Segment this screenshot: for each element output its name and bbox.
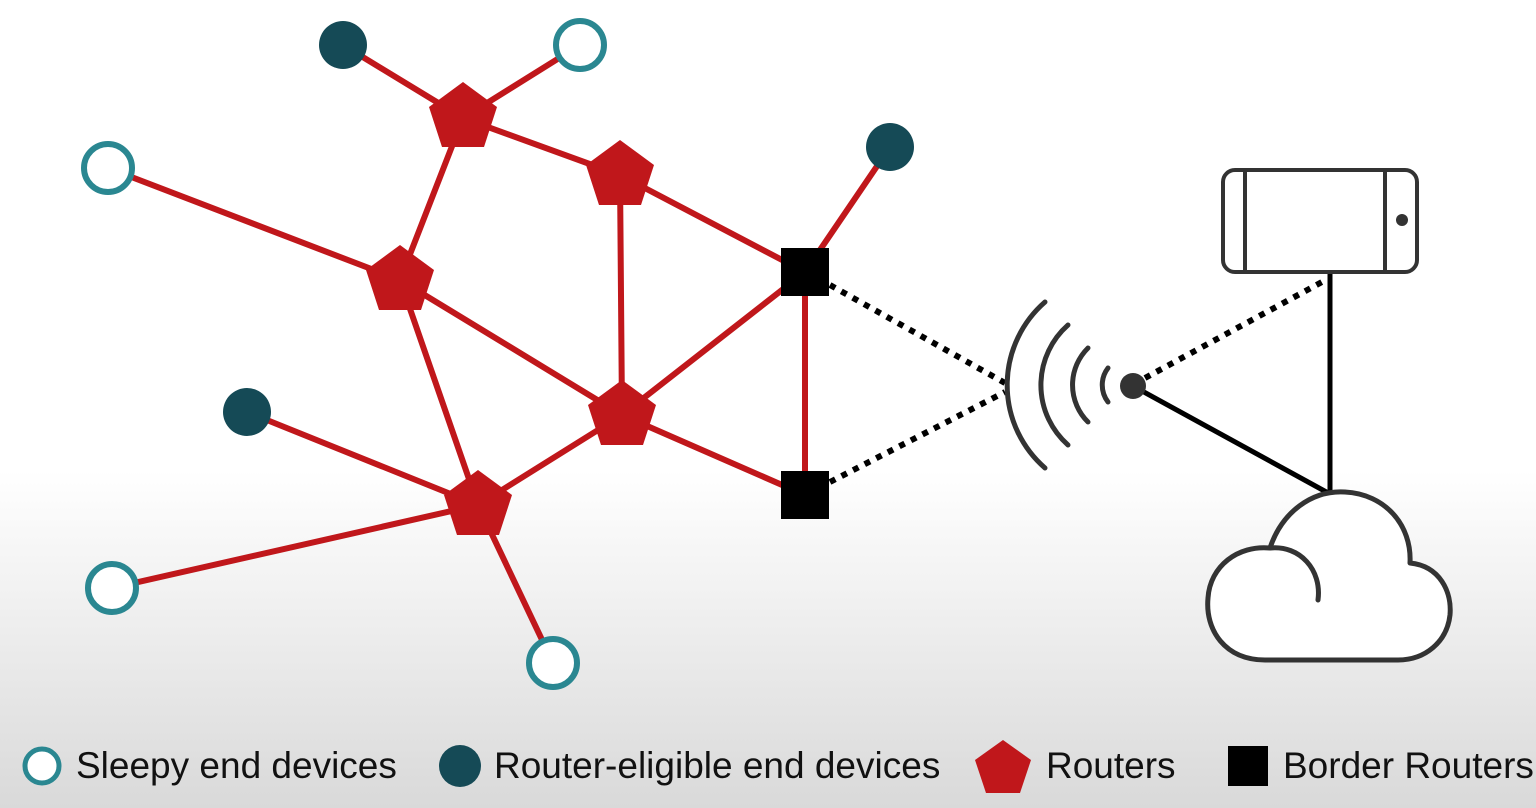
router-node (586, 140, 654, 205)
legend-eligible-label: Router-eligible end devices (494, 745, 940, 786)
sleepy-end-device (553, 18, 607, 72)
network-links (1131, 272, 1333, 497)
router-eligible-end-devices (223, 21, 914, 436)
router-node (444, 470, 512, 535)
legend-border-label: Border Routers (1283, 745, 1534, 786)
sleepy-end-devices (81, 18, 607, 690)
phone-icon (1221, 168, 1419, 274)
sleepy-end-device (81, 141, 135, 195)
cloud-icon (1205, 489, 1453, 663)
router-eligible-end-device (866, 123, 914, 171)
router-node (429, 82, 497, 147)
legend-sleepy-icon (22, 746, 62, 786)
legend-eligible-icon (439, 745, 481, 787)
legend-border-router-icon (1228, 746, 1268, 786)
border-router-node (781, 248, 829, 296)
router-node (366, 245, 434, 310)
sleepy-end-device (85, 561, 139, 615)
sleepy-end-device (526, 636, 580, 690)
mesh-links (105, 42, 893, 666)
border-router-node (781, 471, 829, 519)
router-eligible-end-device (223, 388, 271, 436)
router-node (588, 380, 656, 445)
legend: Sleepy end devices Router-eligible end d… (22, 740, 1534, 793)
router-eligible-end-device (319, 21, 367, 69)
legend-router-icon (975, 740, 1031, 793)
border-routers (781, 248, 829, 519)
routers (366, 82, 656, 535)
legend-sleepy-label: Sleepy end devices (76, 745, 397, 786)
legend-routers-label: Routers (1046, 745, 1176, 786)
wifi-signal-icon (1004, 299, 1146, 471)
